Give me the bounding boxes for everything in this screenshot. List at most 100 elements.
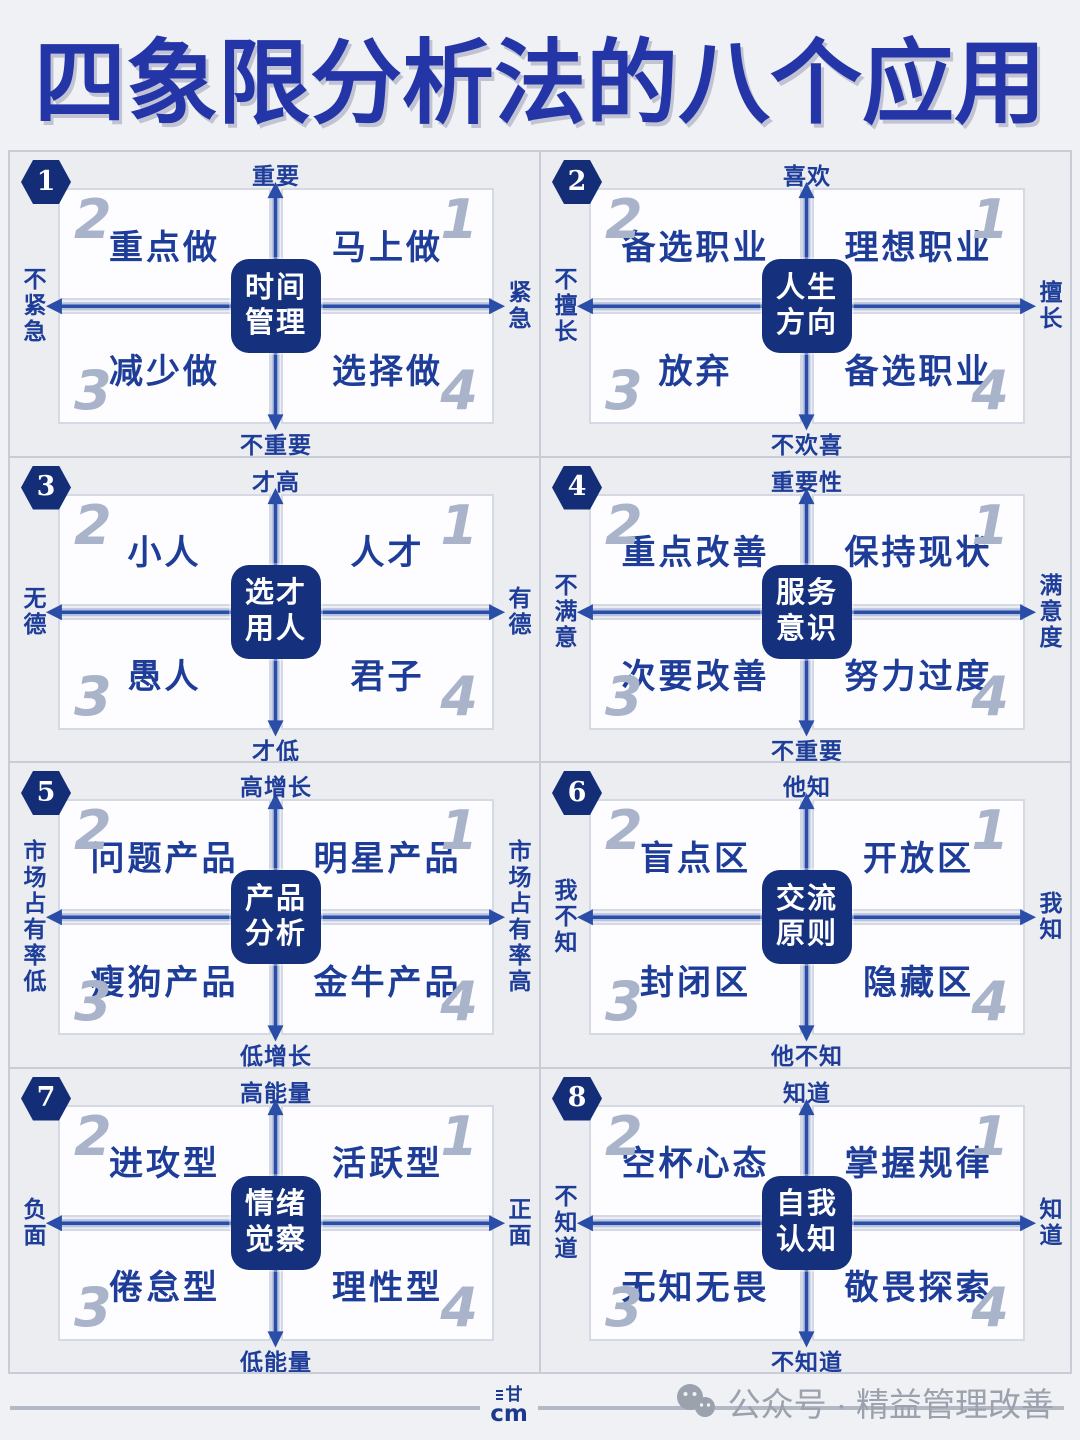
panel-number: 2 (567, 165, 587, 197)
axis-label-top: 高能量 (240, 1079, 312, 1106)
quadrant-label: 敬畏探索 (844, 1269, 993, 1307)
wechat-account: 公众号 · 精益管理改善 (674, 1378, 1054, 1426)
quadrant-number-4: 4 (440, 970, 478, 1034)
quadrant-label: 理性型 (332, 1269, 443, 1307)
axis-label-left: 不擅长 (551, 267, 577, 345)
axis-label-right: 紧急 (505, 280, 531, 332)
quadrant-number-2: 2 (605, 799, 643, 862)
quadrant-number-4: 4 (971, 1275, 1009, 1339)
axis-label-left: 我不知 (551, 878, 577, 956)
panel-number-badge: 3 (21, 465, 71, 510)
axis-label-bottom: 低能量 (240, 1348, 312, 1373)
quadrant-label: 重点做 (109, 228, 220, 267)
axis-label-top: 高增长 (240, 774, 312, 800)
quadrant-number-1: 1 (440, 188, 478, 251)
wechat-icon (676, 1384, 715, 1417)
axis-label-right: 有德 (505, 585, 531, 638)
axis-label-left: 无德 (20, 585, 46, 638)
quadrant-label: 盲点区 (640, 839, 751, 878)
quadrant-number-2: 2 (74, 1104, 112, 1168)
quadrant-number-1: 1 (440, 799, 478, 862)
quadrant-number-1: 1 (440, 493, 478, 557)
center-topic-badge: 人生方向 (762, 259, 852, 353)
panel-number-badge: 7 (21, 1076, 71, 1121)
quadrant-number-2: 2 (74, 799, 112, 862)
quadrant-label: 开放区 (863, 839, 974, 878)
axis-label-bottom: 他不知 (771, 1043, 843, 1067)
axis-label-bottom: 不欢喜 (771, 432, 843, 456)
panel-number-badge: 8 (552, 1076, 602, 1121)
quadrant-label: 掌握规律 (844, 1145, 993, 1183)
quadrant-label: 马上做 (332, 228, 443, 267)
quadrant-label: 努力过度 (844, 658, 993, 696)
quadrant-number-4: 4 (971, 359, 1009, 423)
brand-logo: 甘 cm (480, 1376, 538, 1436)
axis-label-right: 我知 (1036, 891, 1062, 943)
quadrant-label: 选择做 (332, 352, 443, 391)
axis-label-left: 负面 (20, 1196, 46, 1249)
quadrant-number-4: 4 (440, 359, 478, 423)
center-topic-badge: 情绪觉察 (231, 1175, 321, 1270)
quadrant-label: 进攻型 (109, 1145, 220, 1183)
quadrant-label: 备选职业 (621, 228, 770, 267)
axis-label-left: 不紧急 (20, 267, 46, 345)
axis-label-bottom: 不重要 (240, 432, 312, 456)
panel-number-badge: 1 (21, 160, 71, 204)
panel-number-badge: 5 (21, 771, 71, 815)
quadrant-number-1: 1 (971, 1104, 1009, 1168)
quadrant-label: 活跃型 (332, 1145, 443, 1183)
axis-label-bottom: 低增长 (240, 1043, 312, 1067)
panel-number: 8 (567, 1082, 587, 1113)
quadrant-label: 金牛产品 (313, 963, 462, 1002)
panel-number-badge: 4 (552, 465, 602, 510)
axis-label-bottom: 才低 (252, 737, 300, 762)
quadrant-number-2: 2 (605, 1104, 643, 1168)
panel-number: 4 (567, 471, 587, 502)
axis-label-right: 市场占有率高 (505, 839, 531, 995)
axis-label-right: 满意度 (1036, 572, 1062, 651)
header: 四象限分析法的八个应用 (0, 0, 1080, 150)
axis-label-bottom: 不知道 (771, 1348, 843, 1373)
brand-logo-top: 甘 (495, 1386, 523, 1403)
axis-label-right: 知道 (1036, 1196, 1062, 1249)
quadrant-label: 人才 (350, 534, 425, 572)
quadrant-number-4: 4 (440, 1275, 478, 1339)
footer: 甘 cm 公众号 · 精益管理改善 (0, 1374, 1080, 1440)
panel-number-badge: 6 (552, 771, 602, 815)
axis-label-top: 他知 (783, 774, 831, 800)
quadrant-label: 君子 (350, 658, 425, 696)
axis-label-left: 市场占有率低 (20, 839, 46, 995)
quadrant-label: 瘦狗产品 (90, 963, 239, 1002)
axis-label-left: 不满意 (551, 572, 577, 651)
quadrant-label: 小人 (127, 534, 202, 572)
quadrant-label: 无知无畏 (621, 1269, 770, 1307)
quadrant-label: 隐藏区 (863, 963, 974, 1002)
quadrant-number-3: 3 (605, 970, 643, 1034)
logo-bars-icon (495, 1393, 503, 1396)
quadrant-number-1: 1 (971, 188, 1009, 251)
quadrant-label: 空杯心态 (621, 1145, 770, 1183)
panel-number-badge: 2 (552, 160, 602, 204)
quadrant-label: 次要改善 (621, 658, 770, 696)
wechat-account-text: 公众号 · 精益管理改善 (727, 1386, 1054, 1423)
axis-label-left: 不知道 (551, 1183, 577, 1262)
quadrant-number-4: 4 (971, 970, 1009, 1034)
center-topic-badge: 服务意识 (762, 564, 852, 659)
quadrant-number-4: 4 (440, 664, 478, 728)
quadrant-number-1: 1 (971, 493, 1009, 557)
